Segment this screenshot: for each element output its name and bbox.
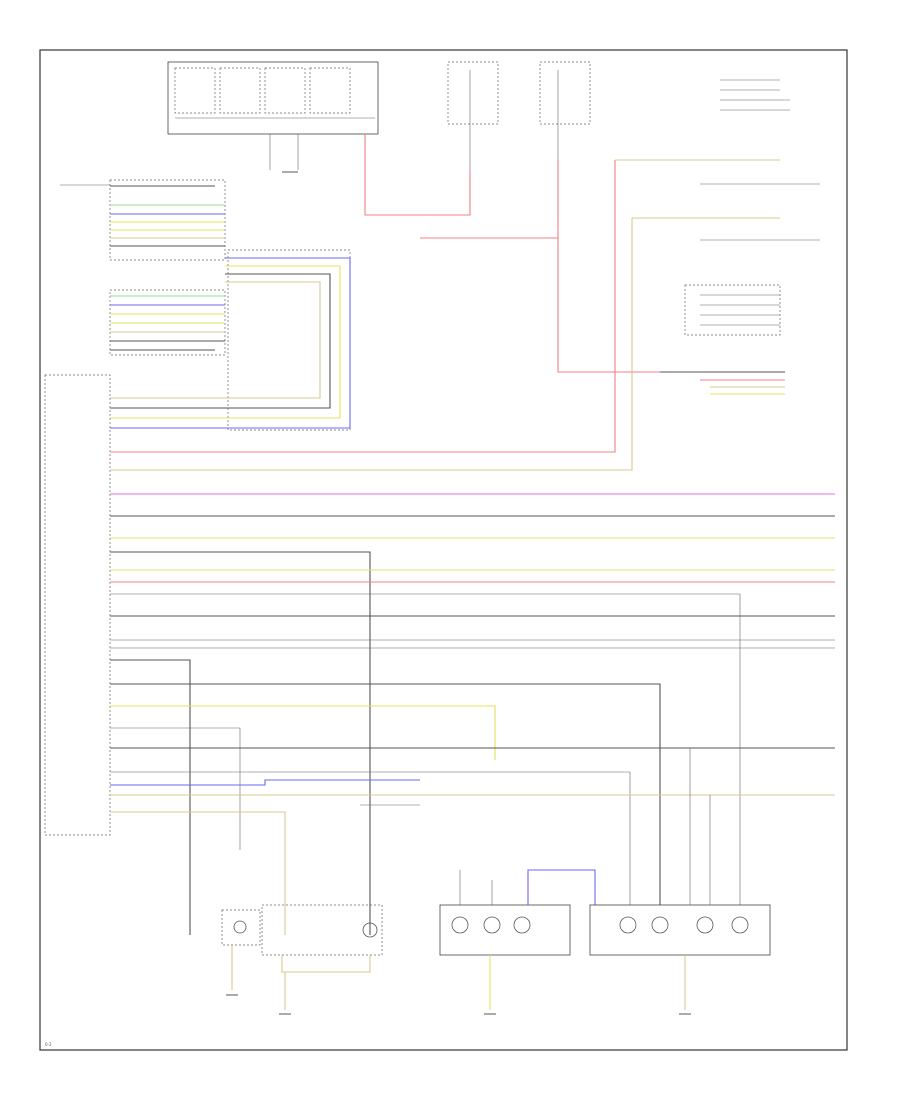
lower-lamp-center [261,904,383,1015]
wire-red-top-1 [364,134,471,216]
instrument-cluster-left [439,869,596,1015]
fuse-block-1 [447,61,499,170]
lower-lamp-left [221,909,261,996]
legend-list [720,79,790,111]
harness-mid [110,249,351,431]
lamp-bulb-icon [233,920,247,934]
left-switch-upper [60,179,226,261]
diagram-frame [39,49,848,1051]
footer-code: 0-2 [45,1042,52,1047]
fuse-block-2 [539,61,591,160]
top-switch-module [167,61,379,173]
relay-area-right [615,159,820,395]
instrument-cluster-right [589,904,771,1015]
wire-red-top-2 [420,160,559,239]
main-wire-bundle [110,160,835,935]
wire-red-top-3 [557,238,660,373]
main-control-module [44,374,111,836]
left-switch-lower [109,289,226,356]
